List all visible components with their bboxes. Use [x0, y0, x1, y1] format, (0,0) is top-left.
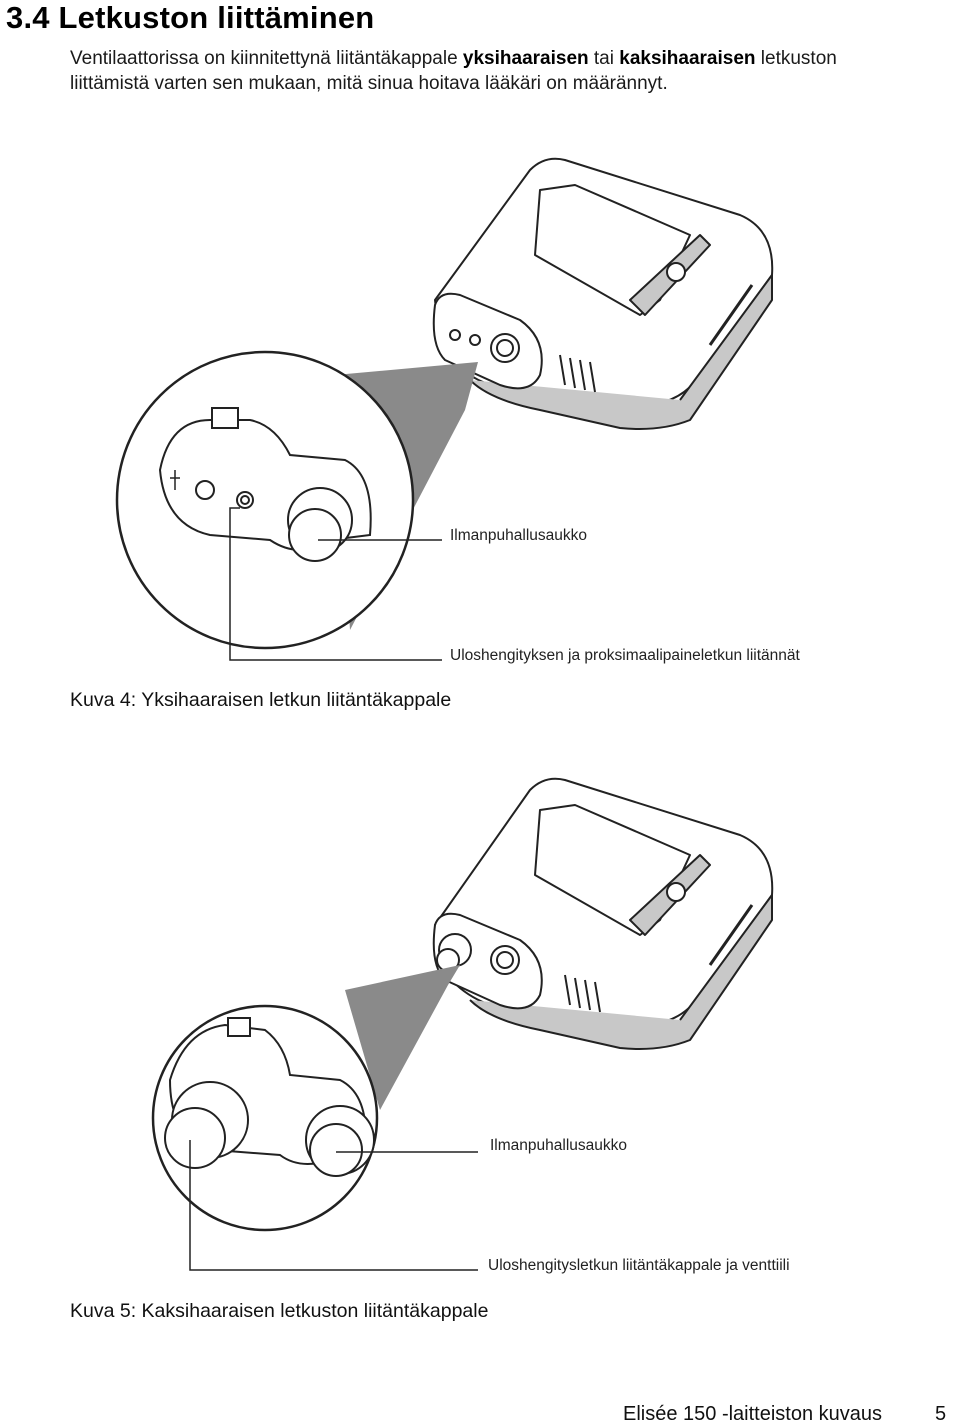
- magnified-connector-icon: [151, 1004, 478, 1271]
- magnified-connector-icon: [115, 350, 442, 661]
- magnifier-beam-icon: [345, 965, 460, 1110]
- fig4-connections-label: Uloshengityksen ja proksimaalipaineletku…: [450, 647, 800, 664]
- ventilator-device-icon: [432, 777, 774, 1050]
- fig5-port-label: Ilmanpuhallusaukko: [490, 1137, 628, 1154]
- ventilator-device-icon: [432, 157, 774, 430]
- fig5-connections-label: Uloshengitysletkun liitäntäkappale ja ve…: [488, 1257, 790, 1274]
- intro-paragraph: Ventilaattorissa on kiinnitettynä liitän…: [70, 48, 837, 94]
- figure-4-illustration: [115, 157, 774, 661]
- page-number: 5: [935, 1403, 947, 1425]
- intro-bold-single: yksihaaraisen: [462, 48, 589, 69]
- figure-5-caption: Kuva 5: Kaksihaaraisen letkuston liitänt…: [70, 1300, 489, 1322]
- intro-bold-double: kaksihaaraisen: [619, 48, 756, 69]
- fig4-port-label: Ilmanpuhallusaukko: [450, 527, 588, 544]
- section-heading: 3.4 Letkuston liittäminen: [6, 0, 375, 35]
- footer-title: Elisée 150 -laitteiston kuvaus: [623, 1403, 883, 1425]
- figure-4-caption: Kuva 4: Yksihaaraisen letkun liitäntäkap…: [70, 689, 452, 711]
- figure-5-illustration: [151, 777, 774, 1271]
